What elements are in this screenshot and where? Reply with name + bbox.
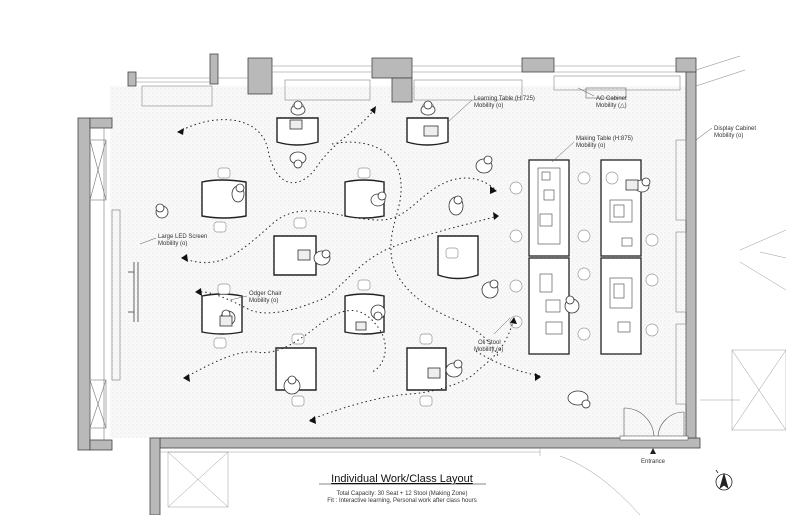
exterior-right [700,229,786,431]
person-figure [567,390,591,409]
person-figure [481,279,499,299]
person-figure [625,177,651,193]
people-figures [155,100,651,409]
person-figure [155,203,169,219]
making-table-props [537,167,633,335]
display-cabinets [675,139,687,405]
person-figure [448,195,464,216]
north-arrow-icon [715,469,733,491]
ac-cabinet [585,87,627,99]
label-making-table: Making Table (H:875) Mobility (o) [576,136,635,149]
led-screen [128,262,139,322]
person-figure [355,304,386,331]
circulation-paths [177,107,541,421]
person-figure [289,151,307,169]
odger-chairs [213,103,459,407]
person-figure [475,155,493,174]
person-figure [231,183,245,203]
label-oli-stool: Oli Stool Mobility (o) [474,340,503,353]
windows [136,55,746,107]
label-ac-cabinet: AC Cabinet Mobility (△) [596,96,628,109]
person-figure [427,359,463,379]
person-figure [564,295,580,314]
room-floor [110,86,695,438]
person-figure [420,100,439,137]
exterior-bottom [160,448,641,516]
person-figure [219,309,236,327]
person-figure [297,249,331,266]
layout-title: Individual Work/Class Layout [331,473,473,485]
person-figure [283,375,301,395]
path-arrow-icons [177,106,541,424]
label-led-screen: Large LED Screen Mobility (o) [158,234,209,247]
label-display-cabinet: Display Cabinet Mobility (o) [714,126,758,139]
label-entrance: Entrance [641,459,666,465]
entrance-marker-icon [650,448,656,454]
label-learning-table: Learning Table (H:725) Mobility (o) [474,96,537,109]
entrance-door [619,407,689,441]
label-odger-chair: Odger Chair Mobility (o) [249,291,283,304]
person-figure [289,100,306,130]
leader-lines [139,87,713,335]
layout-fit: Fit : Interactive learning, Personal wor… [327,498,476,504]
left-wall-cabinets [89,128,121,440]
making-tables [528,159,642,355]
person-figure [370,191,387,207]
layout-capacity: Total Capacity: 30 Seat + 12 Stool (Maki… [337,491,468,497]
